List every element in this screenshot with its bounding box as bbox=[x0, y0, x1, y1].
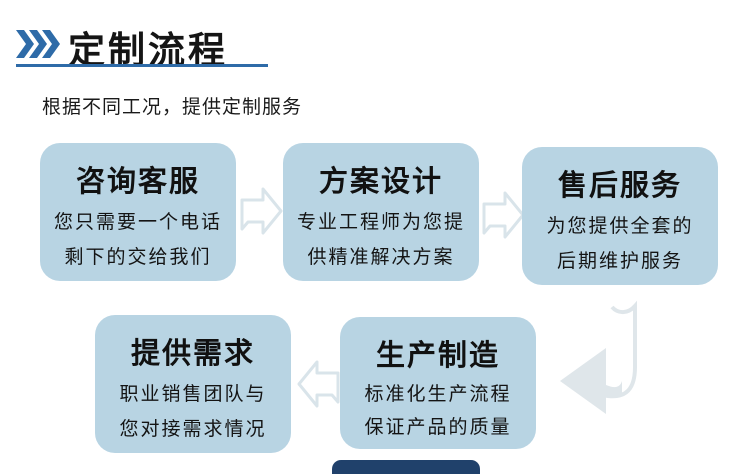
step-desc-line: 您对接需求情况 bbox=[119, 419, 267, 440]
flow-arrow-right-icon bbox=[240, 187, 283, 235]
step-title: 提供需求 bbox=[130, 338, 255, 370]
step-title: 咨询客服 bbox=[75, 166, 200, 198]
title-underline bbox=[16, 64, 268, 67]
next-section-header-partial bbox=[332, 460, 480, 474]
flow-arrow-right-icon bbox=[482, 191, 525, 239]
step-title: 售后服务 bbox=[557, 170, 682, 202]
step-desc-line: 职业销售团队与 bbox=[119, 384, 267, 405]
step-desc-line: 剩下的交给我们 bbox=[64, 247, 212, 268]
step-desc-line: 专业工程师为您提 bbox=[296, 212, 465, 233]
step-box-consult: 咨询客服 您只需要一个电话 剩下的交给我们 bbox=[40, 143, 236, 281]
step-desc-line: 标准化生产流程 bbox=[364, 384, 512, 405]
triple-chevron-right-icon bbox=[16, 30, 60, 58]
flow-arrow-left-icon bbox=[297, 360, 340, 408]
step-title: 方案设计 bbox=[318, 166, 443, 198]
step-desc-line: 保证产品的质量 bbox=[364, 417, 512, 438]
step-title: 生产制造 bbox=[375, 340, 500, 372]
section-subtitle: 根据不同工况，提供定制服务 bbox=[42, 97, 303, 118]
step-desc-line: 为您提供全套的 bbox=[546, 216, 694, 237]
step-box-production: 生产制造 标准化生产流程 保证产品的质量 bbox=[340, 317, 536, 449]
step-desc-line: 您只需要一个电话 bbox=[53, 212, 222, 233]
step-desc-line: 后期维护服务 bbox=[556, 251, 683, 272]
curved-arrow-down-left-icon bbox=[560, 300, 637, 414]
step-box-requirements: 提供需求 职业销售团队与 您对接需求情况 bbox=[95, 315, 291, 453]
step-box-design: 方案设计 专业工程师为您提 供精准解决方案 bbox=[283, 143, 479, 281]
step-desc-line: 供精准解决方案 bbox=[307, 247, 455, 268]
step-box-aftersales: 售后服务 为您提供全套的 后期维护服务 bbox=[522, 147, 718, 285]
